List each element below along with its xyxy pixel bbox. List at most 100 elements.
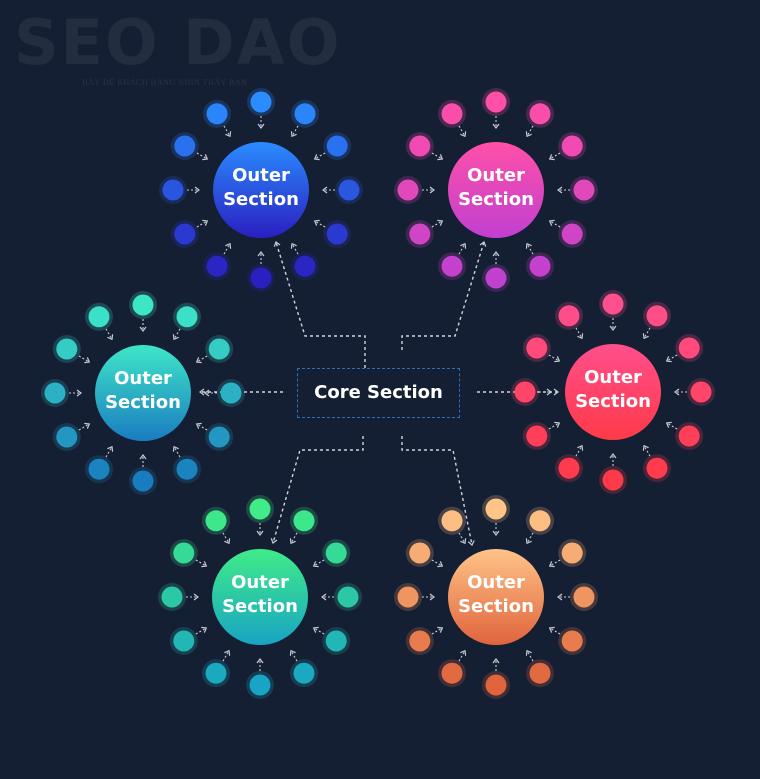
satellite-node bbox=[555, 301, 584, 340]
outer-section-label-line2: Section bbox=[458, 189, 534, 210]
satellite-node bbox=[172, 302, 201, 341]
satellite-arrow bbox=[525, 649, 534, 662]
satellite-arrow bbox=[312, 626, 325, 635]
satellite-node bbox=[394, 176, 435, 204]
satellite-node bbox=[313, 219, 352, 248]
satellite-node bbox=[158, 583, 199, 611]
satellite-node bbox=[405, 219, 444, 248]
satellite-node bbox=[482, 251, 510, 292]
satellite-node bbox=[525, 242, 554, 281]
satellite-arrow bbox=[665, 354, 678, 363]
satellite-arrow bbox=[548, 152, 561, 161]
satellite-node bbox=[394, 583, 435, 611]
satellite-node bbox=[204, 379, 245, 407]
satellite-node bbox=[548, 539, 587, 568]
satellite-arrow bbox=[105, 328, 114, 341]
outer-section-node bbox=[213, 142, 309, 238]
satellite-arrow bbox=[525, 125, 534, 138]
satellite-arrow bbox=[172, 445, 181, 458]
satellite-node bbox=[202, 506, 231, 545]
satellite-node bbox=[548, 219, 587, 248]
satellite-arrow bbox=[313, 219, 326, 228]
satellite-node bbox=[405, 132, 444, 161]
satellite-arrow bbox=[548, 559, 561, 568]
satellite-arrow bbox=[222, 649, 231, 662]
satellite-node bbox=[169, 539, 208, 568]
satellite-arrow bbox=[289, 532, 298, 545]
satellite-node bbox=[557, 583, 598, 611]
satellite-arrow bbox=[525, 242, 534, 255]
satellite-arrow bbox=[222, 532, 231, 545]
satellite-arrow bbox=[458, 125, 467, 138]
satellite-node bbox=[41, 379, 82, 407]
satellite-node bbox=[312, 626, 351, 655]
satellite-node bbox=[202, 649, 231, 688]
satellite-node bbox=[195, 335, 234, 364]
satellite-arrow bbox=[195, 422, 208, 431]
satellite-arrow bbox=[290, 242, 299, 255]
connector-arrow-pink bbox=[401, 241, 487, 350]
outer-section-label-line1: Outer bbox=[467, 572, 525, 593]
satellite-node bbox=[170, 132, 209, 161]
connector-arrow-orange bbox=[401, 436, 475, 546]
outer-section-label-line2: Section bbox=[222, 596, 298, 617]
satellite-arrow bbox=[290, 125, 299, 138]
satellite-arrow bbox=[223, 125, 232, 138]
satellite-arrow bbox=[525, 532, 534, 545]
satellite-arrow bbox=[223, 242, 232, 255]
satellite-node bbox=[129, 291, 157, 332]
satellite-arrow bbox=[548, 219, 561, 228]
satellite-arrow bbox=[78, 355, 91, 364]
satellite-node bbox=[159, 176, 200, 204]
satellite-arrow bbox=[548, 354, 561, 363]
satellite-node bbox=[247, 88, 275, 129]
satellite-node bbox=[85, 445, 114, 484]
satellite-node bbox=[322, 176, 363, 204]
satellite-node bbox=[290, 99, 319, 138]
satellite-node bbox=[129, 454, 157, 495]
satellite-arrow bbox=[289, 649, 298, 662]
satellite-node bbox=[525, 649, 554, 688]
satellite-node bbox=[522, 421, 561, 450]
satellite-node bbox=[599, 453, 627, 494]
outer-section-label-line2: Section bbox=[105, 392, 181, 413]
satellite-arrow bbox=[642, 444, 651, 457]
satellite-node bbox=[555, 444, 584, 483]
satellite-node bbox=[247, 251, 275, 292]
satellite-node bbox=[290, 242, 319, 281]
satellite-node bbox=[438, 506, 467, 545]
satellite-node bbox=[548, 132, 587, 161]
satellite-node bbox=[289, 649, 318, 688]
satellite-node bbox=[52, 422, 91, 451]
satellite-arrow bbox=[642, 327, 651, 340]
satellite-node bbox=[557, 176, 598, 204]
outer-section-label-line1: Outer bbox=[467, 165, 525, 186]
satellite-node bbox=[321, 583, 362, 611]
satellite-node bbox=[52, 335, 91, 364]
outer-section-label-line1: Outer bbox=[584, 367, 642, 388]
satellite-arrow bbox=[172, 328, 181, 341]
outer-section-label-line1: Outer bbox=[231, 572, 289, 593]
satellite-node bbox=[85, 302, 114, 341]
satellite-arrow bbox=[431, 219, 444, 228]
satellite-node bbox=[195, 422, 234, 451]
satellite-arrow bbox=[196, 152, 209, 161]
outer-section-node bbox=[448, 549, 544, 645]
watermark-logo: SEO DAO bbox=[14, 6, 342, 79]
satellite-arrow bbox=[575, 327, 584, 340]
satellite-node bbox=[525, 99, 554, 138]
satellite-arrow bbox=[78, 422, 91, 431]
satellite-node bbox=[313, 132, 352, 161]
satellite-node bbox=[169, 626, 208, 655]
satellite-arrow bbox=[575, 444, 584, 457]
satellite-arrow bbox=[458, 532, 467, 545]
satellite-node bbox=[482, 88, 510, 129]
outer-section-node bbox=[565, 344, 661, 440]
watermark-tagline: HÃY ĐỂ KHÁCH HÀNG NHÌN THẤY BẠN bbox=[82, 78, 248, 87]
satellite-node bbox=[438, 649, 467, 688]
satellite-arrow bbox=[195, 626, 208, 635]
